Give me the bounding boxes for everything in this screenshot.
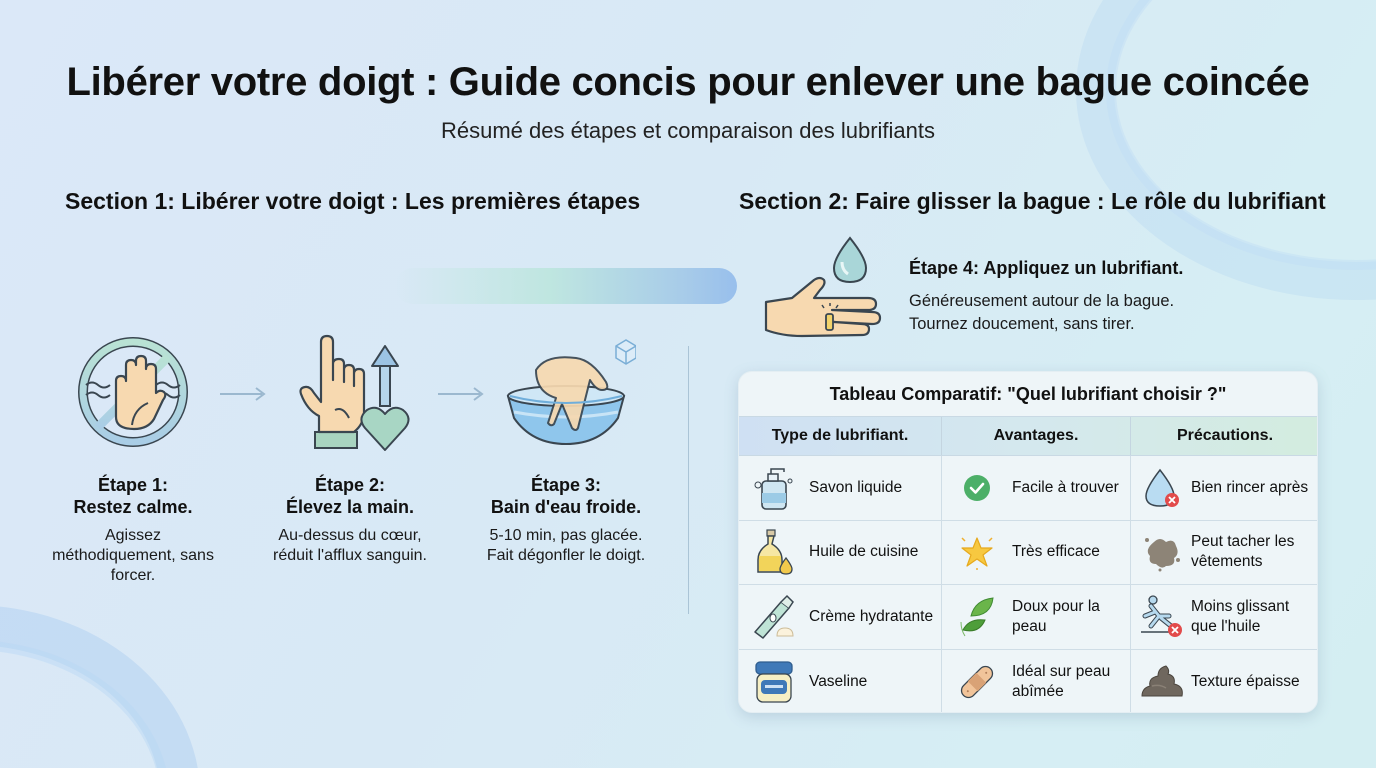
thick-paste-icon [1139,659,1185,705]
step-3-description-2: Fait dégonfler le doigt. [486,547,646,564]
caution-cell: Texture épaisse [1131,650,1317,713]
step-2-title: Élevez la main. [285,497,415,517]
table-title: Tableau Comparatif: "Quel lubrifiant cho… [829,384,1227,404]
step-3: Étape 3:Bain d'eau froide. 5-10 min, pas… [466,332,666,566]
caution-cell: Peut tacher les vêtements [1131,521,1317,585]
caution-label: Bien rincer après [1191,478,1309,496]
bandage-icon [954,659,1000,705]
star-icon [954,529,1000,575]
table-row: Savon liquide Facile à trouver Bien rinc… [739,456,1317,521]
advantage-label: Très efficace [1012,543,1100,561]
cream-tube-icon [751,594,797,640]
section-divider [688,346,689,614]
step-4-title: Étape 4: Appliquez un lubrifiant. [909,258,1184,278]
arrow-right-icon [436,384,486,409]
type-label: Huile de cuisine [809,543,919,561]
caution-cell: Moins glissant que l'huile [1131,585,1317,649]
table-header-row: Type de lubrifiant. Avantages. Précautio… [739,416,1317,456]
step-2: Étape 2:Élevez la main. Au-dessus du cœu… [250,332,450,566]
page-title: Libérer votre doigt : Guide concis pour … [66,60,1310,104]
type-label: Vaseline [809,672,868,690]
step-1-title: Restez calme. [73,497,193,517]
step-3-title: Bain d'eau froide. [490,497,642,517]
advantage-cell: Doux pour la peau [942,585,1131,649]
caution-cell: Bien rincer après [1131,456,1317,520]
type-cell: Crème hydratante [739,585,942,649]
check-circle-icon [954,465,1000,511]
section2-heading: Section 2: Faire glisser la bague : Le r… [739,188,1326,214]
arrow-right-icon [218,384,268,409]
cold-water-bowl-icon [466,332,666,452]
caution-label: Texture épaisse [1191,672,1300,690]
advantage-cell: Très efficace [942,520,1131,584]
step-1: Étape 1:Restez calme. Agissez méthodique… [33,332,233,586]
oil-bottle-icon [751,529,797,575]
type-label: Savon liquide [809,478,903,496]
type-cell: Savon liquide [739,456,942,520]
no-panic-hand-icon [33,332,233,452]
table-row: Crème hydratante Doux pour la peau Moins… [739,585,1317,650]
table-row: Vaseline Idéal sur peau abîmée Texture é… [739,649,1317,713]
page-subtitle: Résumé des étapes et comparaison des lub… [440,118,936,143]
step-4-description-line: Généreusement autour de la bague. [909,292,1175,310]
step-2-label: Étape 2: [314,475,386,495]
advantage-cell: Facile à trouver [942,456,1131,520]
water-drop-x-icon [1139,465,1185,511]
column-header-advantages: Avantages. [942,417,1131,455]
section1-heading: Section 1: Libérer votre doigt : Les pre… [65,188,641,214]
advantage-label: Doux pour la peau [1012,597,1100,635]
advantage-label: Idéal sur peau abîmée [1012,662,1111,700]
comparison-table: Tableau Comparatif: "Quel lubrifiant cho… [738,371,1318,713]
slip-warning-icon [1139,594,1185,640]
table-row: Huile de cuisine Très efficace Peut tach… [739,520,1317,585]
hand-ring-droplet-icon [762,234,882,349]
caution-label: Moins glissant que l'huile [1191,597,1290,635]
type-cell: Vaseline [739,649,942,712]
step-1-description: Agissez méthodiquement, sans forcer. [52,527,214,584]
step-2-description-2: réduit l'afflux sanguin. [273,547,427,564]
raised-hand-heart-icon [250,332,450,452]
soap-dispenser-icon [751,465,797,511]
step-3-description: 5-10 min, pas glacée. [489,527,643,544]
flow-connector-bar [395,268,737,304]
step-1-label: Étape 1: [97,475,169,495]
advantage-label: Facile à trouver [1012,478,1119,496]
advantage-cell: Idéal sur peau abîmée [942,649,1131,712]
column-header-type: Type de lubrifiant. [739,417,942,455]
step-4-description: Généreusement autour de la bague. Tourne… [909,290,1174,336]
caution-label: Peut tacher les vêtements [1191,533,1295,571]
step-3-label: Étape 3: [530,475,602,495]
type-cell: Huile de cuisine [739,520,942,584]
vaseline-jar-icon [751,659,797,705]
leaf-icon [954,594,1000,640]
stain-icon [1139,529,1185,575]
column-header-cautions: Précautions. [1176,427,1274,444]
type-label: Crème hydratante [809,607,934,625]
step-2-description: Au-dessus du cœur, [278,527,422,544]
step-4-description-line: Tournez doucement, sans tirer. [909,315,1135,333]
